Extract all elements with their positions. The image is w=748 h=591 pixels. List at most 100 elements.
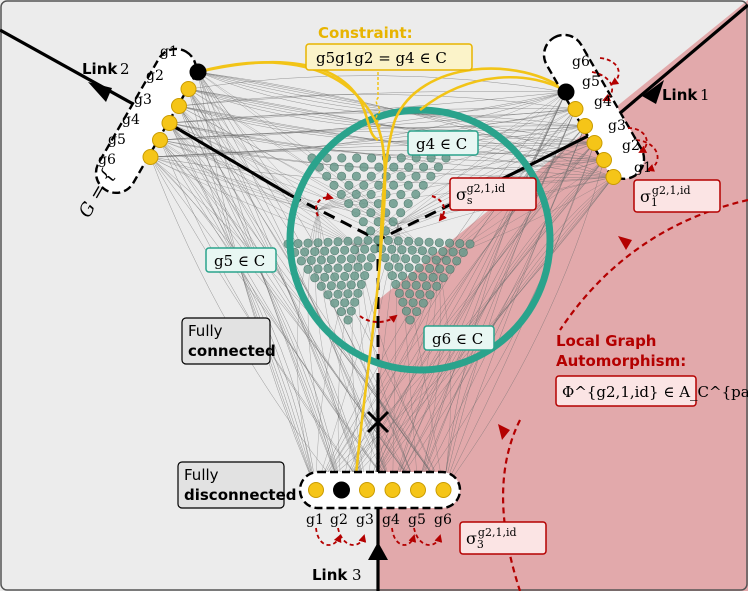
mesh-line (417, 159, 605, 491)
lattice-node (336, 189, 346, 199)
lattice-node (350, 297, 360, 307)
link3-arc-b (337, 527, 367, 546)
lattice-node (424, 237, 434, 247)
link1-label-g5: g5 (582, 74, 600, 90)
sigma-1-label: σ1g2,1,id (640, 184, 691, 209)
mesh-line (197, 71, 317, 491)
lattice-node (394, 262, 404, 272)
group-link3-labels: g1 g2 g3 g4 g5 g6 (306, 512, 452, 528)
mesh-fan-line (397, 223, 419, 491)
lattice-node (408, 298, 418, 308)
lattice-node (425, 263, 435, 273)
group-link2-labels: g1 g2 g3 g4 g5 g6 (98, 44, 178, 168)
lattice-node (465, 239, 475, 249)
group-link1-pill (542, 33, 646, 181)
lattice-node (412, 307, 422, 317)
link2-node (171, 98, 187, 114)
mesh-fan-line (150, 156, 399, 225)
link3-word: Link (312, 566, 348, 584)
lattice-node (389, 162, 399, 172)
group-link3-pill (298, 470, 462, 510)
lattice-node (337, 171, 347, 181)
sigma-s-sup: g2,1,id (467, 182, 506, 195)
link1-arc-a (599, 57, 620, 86)
lattice-node (418, 272, 428, 282)
link2-arrow (88, 82, 112, 102)
lattice-node (363, 235, 373, 245)
lattice-node (433, 162, 443, 172)
lattice-node (408, 271, 418, 281)
lattice-node (300, 247, 310, 257)
lattice-node (360, 271, 370, 281)
lattice-node (397, 245, 407, 255)
lattice-node (405, 289, 415, 299)
mesh-fan-line (197, 71, 439, 262)
mesh-line (443, 159, 605, 491)
link3-label-g3: g3 (356, 512, 374, 528)
big-red-arc-lower (502, 419, 522, 591)
lattice-node (330, 272, 340, 282)
sigma-s-box (449, 177, 537, 211)
sigma-3-box (459, 521, 547, 555)
lattice-node (390, 253, 400, 263)
lattice-node (303, 264, 313, 274)
teal-label-g6: g6 ∈ C (432, 330, 483, 348)
sigma-s-sub: s (467, 194, 473, 207)
lattice-node (303, 238, 313, 248)
center-arc-left (314, 192, 334, 217)
lattice-node (336, 307, 346, 317)
lattice-node (340, 298, 350, 308)
lattice-node (387, 271, 397, 281)
teal-label-g6-box (423, 325, 495, 351)
sigma-3-sub: 3 (477, 538, 484, 551)
constraint-box (305, 43, 473, 71)
group-link3 (298, 470, 462, 510)
teal-label-g4-box (407, 130, 479, 156)
lattice-node (458, 247, 468, 257)
lattice-node (388, 217, 398, 227)
local-graph-formula-box (555, 375, 697, 407)
mesh-fan-line (397, 108, 576, 225)
lattice-node (434, 238, 444, 248)
local-graph-title-1: Local Graph (556, 332, 657, 350)
link2-inner-line (179, 128, 291, 197)
lattice-node (366, 226, 376, 236)
lattice-node (445, 238, 455, 248)
link3-label-g5: g5 (408, 512, 426, 528)
mesh-fan-line (397, 125, 586, 225)
link2-label: Link 2 (82, 60, 130, 78)
lattice-node (356, 253, 366, 263)
fully-disconnected-line1: Fully (184, 466, 219, 484)
link2-node (142, 149, 159, 165)
mesh-line (188, 75, 567, 93)
mesh-line (341, 91, 567, 491)
lattice-node (418, 298, 428, 308)
gold-path-link1 (378, 67, 569, 261)
constraint-title: Constraint: (318, 24, 413, 42)
lattice-node (387, 244, 397, 254)
mesh-fan-line (366, 260, 439, 491)
link3-label-g6: g6 (434, 512, 452, 528)
lattice-node (411, 280, 421, 290)
lattice-node (426, 171, 436, 181)
mesh-fan-line (188, 88, 359, 248)
lattice-node (313, 238, 323, 248)
lattice-node (344, 162, 354, 172)
sigma-3-sup: g2,1,id (478, 526, 517, 539)
lattice-node (322, 171, 332, 181)
link3-node (359, 482, 375, 498)
lattice-node (330, 246, 340, 256)
lattice-node (359, 199, 369, 209)
lattice-node (340, 245, 350, 255)
mesh-line (188, 88, 342, 491)
lattice-node (310, 247, 320, 257)
lattice-node (343, 236, 353, 246)
mesh-fan-line (317, 209, 444, 491)
mesh-line (392, 142, 595, 491)
lattice-node (333, 289, 343, 299)
mesh-line (169, 112, 586, 127)
mesh-line (178, 90, 567, 107)
lattice-node (359, 180, 369, 190)
lattice-node (336, 280, 346, 290)
